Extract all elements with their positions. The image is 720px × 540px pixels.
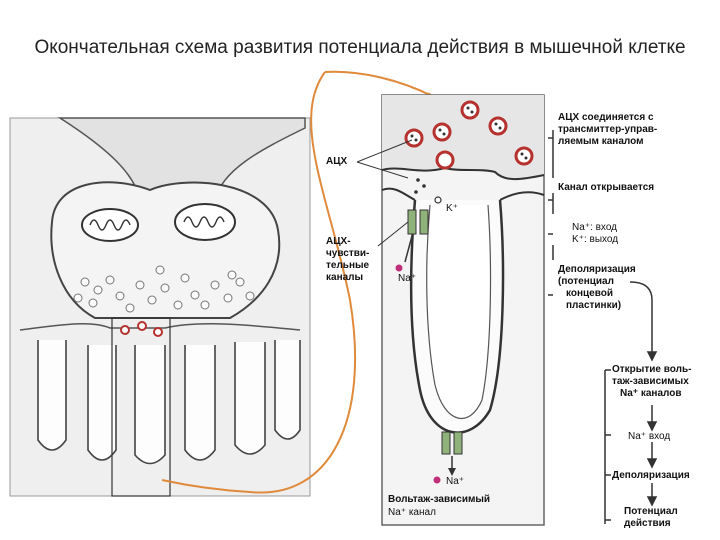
ach-sensitive-label-3: тельные [326, 260, 369, 271]
k-ion-label: K⁺ [446, 203, 458, 214]
ach-sensitive-label-1: АЦХ- [326, 236, 351, 247]
voltage-channel-label-2: Na⁺ канал [388, 507, 436, 518]
step-6: Na⁺ вход [628, 431, 670, 442]
step-1-line-3: ляемым каналом [558, 136, 644, 147]
mitochondrion-left [82, 209, 138, 241]
step-8-line-2: действия [624, 518, 671, 529]
step-5-line-2: таж-зависимых [612, 376, 689, 387]
left-panel [10, 118, 310, 496]
step-7: Деполяризация [612, 470, 690, 481]
k-ion-marker [435, 197, 441, 203]
ach-label: АЦХ [326, 156, 347, 167]
na-ion-label-upper: Na⁺ [398, 273, 416, 284]
na-ion-label-lower: Na⁺ [446, 476, 464, 487]
na-ion-marker-upper [396, 265, 403, 272]
ach-sensitive-label-4: каналы [326, 272, 363, 283]
mitochondrion-right [175, 204, 235, 240]
zoom-panel [382, 95, 544, 525]
zoom-connector-arrow-top [325, 72, 432, 96]
ach-sensitive-label-2: чувстви- [326, 248, 369, 259]
voltage-channel-label-1: Вольтаж-зависимый [388, 494, 490, 505]
na-ion-marker-lower [434, 477, 441, 484]
step-5-line-3: Na⁺ каналов [620, 388, 681, 399]
step-1-line-1: АЦХ соединяется с [558, 112, 654, 123]
step-3-line-2: K⁺: выход [572, 234, 618, 245]
step-2: Канал открывается [558, 182, 654, 193]
step-3-line-1: Na⁺: вход [572, 222, 617, 233]
step-8-line-1: Потенциал [624, 506, 678, 517]
step-1-line-2: трансмиттер-управ- [558, 124, 657, 135]
step-4-line-1: Деполяризация [558, 264, 636, 275]
step-5-line-1: Открытие воль- [612, 364, 691, 375]
step-4-line-4: пластинки) [566, 300, 621, 311]
step-4-line-2: (потенциал [558, 276, 614, 287]
step-4-line-3: концевой [566, 288, 613, 299]
